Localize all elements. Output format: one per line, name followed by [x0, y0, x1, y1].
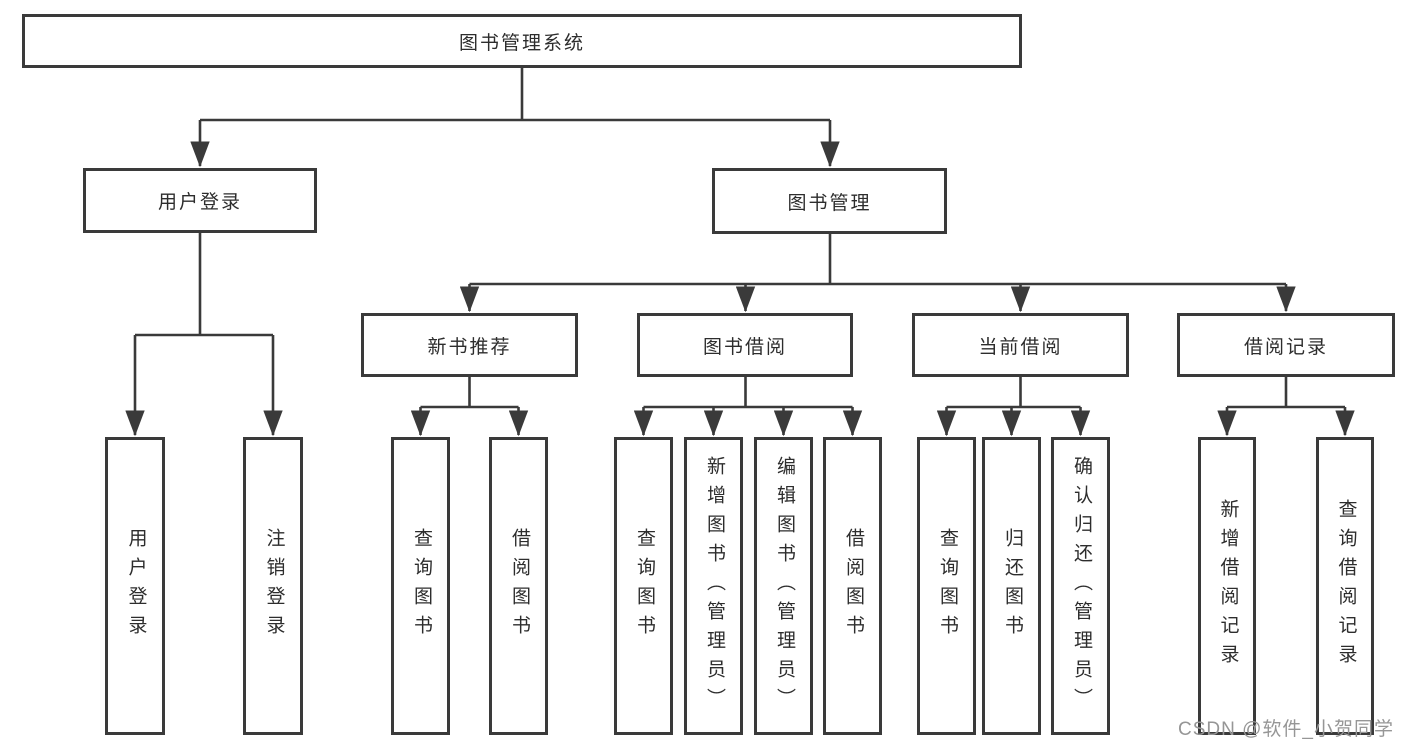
leaf-label: 查询借阅记录	[1335, 499, 1357, 673]
leaf-logout: 注销登录	[243, 437, 303, 735]
leaf-query-books-current: 查询图书	[917, 437, 976, 735]
leaf-borrow-books: 借阅图书	[823, 437, 882, 735]
leaf-label: 借阅图书	[842, 528, 864, 644]
leaf-label: 借阅图书	[508, 528, 530, 644]
branch-book-borrow: 图书借阅	[637, 313, 853, 377]
branch-user-login: 用户登录	[83, 168, 317, 233]
leaf-label: 编辑图书（管理员）	[773, 455, 795, 717]
leaf-confirm-return-admin: 确认归还（管理员）	[1051, 437, 1110, 735]
leaf-return-book: 归还图书	[982, 437, 1041, 735]
leaf-add-book-admin: 新增图书（管理员）	[684, 437, 743, 735]
leaf-borrow-books-recommend: 借阅图书	[489, 437, 548, 735]
branch-book-management: 图书管理	[712, 168, 947, 234]
leaf-label: 新增图书（管理员）	[703, 455, 725, 717]
branch-borrow-records: 借阅记录	[1177, 313, 1395, 377]
leaf-query-books-recommend: 查询图书	[391, 437, 450, 735]
leaf-label: 查询图书	[936, 528, 958, 644]
leaf-label: 确认归还（管理员）	[1070, 455, 1092, 717]
leaf-label: 注销登录	[263, 528, 285, 644]
leaf-label: 归还图书	[1001, 528, 1023, 644]
leaf-user-login: 用户登录	[105, 437, 165, 735]
watermark-text: CSDN @软件_小贺同学	[1178, 719, 1394, 740]
leaf-label: 用户登录	[125, 528, 147, 644]
leaf-add-borrow-record: 新增借阅记录	[1198, 437, 1256, 735]
leaf-label: 新增借阅记录	[1217, 499, 1239, 673]
leaf-label: 查询图书	[410, 528, 432, 644]
branch-new-book-recommend: 新书推荐	[361, 313, 578, 377]
leaf-query-books-borrow: 查询图书	[614, 437, 673, 735]
leaf-edit-book-admin: 编辑图书（管理员）	[754, 437, 813, 735]
leaf-query-borrow-record: 查询借阅记录	[1316, 437, 1374, 735]
branch-current-borrow: 当前借阅	[912, 313, 1129, 377]
leaf-label: 查询图书	[633, 528, 655, 644]
node-root-system: 图书管理系统	[22, 14, 1022, 68]
